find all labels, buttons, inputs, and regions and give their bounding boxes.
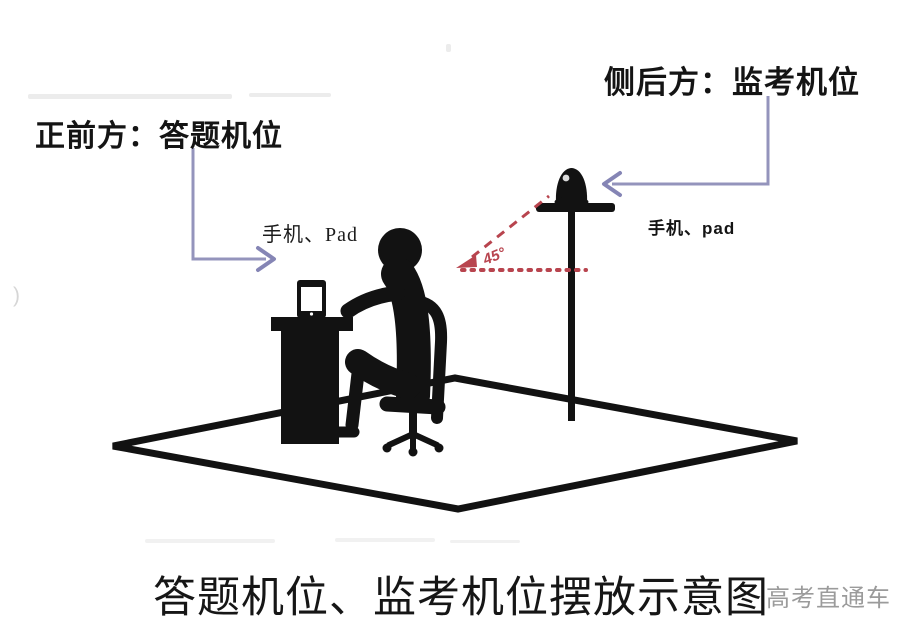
rear-callout-line [612,96,770,186]
ghost-mark: ) [13,284,20,307]
ghost-smudge [145,539,275,543]
ghost-smudge [249,93,331,97]
desk-shape [271,317,353,444]
front-callout-arrow [191,148,276,272]
angle-45-markers [456,194,588,272]
chair-backrest [410,295,448,424]
rear-arrowhead [602,171,622,197]
ghost-smudge [446,44,451,52]
desk-top [271,317,353,331]
ghost-smudge [450,540,520,543]
front-device-label: 手机、Pad [262,224,358,246]
ghost-smudge [28,94,232,99]
rear-device-label: 手机、pad [648,219,736,238]
person-silhouette [325,228,431,438]
stand-pole [568,208,575,421]
rear-position-label: 侧后方：监考机位 [604,65,860,100]
chair-seat [379,396,446,415]
stand-crossbar [536,203,615,212]
camera-lens-highlight [562,174,570,182]
angle-hypotenuse-dashed-line [471,194,550,259]
person-arm [340,285,406,319]
ghost-smudge [335,538,435,542]
chair-shape [379,295,448,457]
phone-on-desk-icon [297,280,326,318]
diagram-caption: 答题机位、监考机位摆放示意图 [153,573,769,623]
floor-outline [112,374,798,513]
camera-icon [554,168,589,208]
chair-legs [386,431,440,453]
rear-callout-arrow [602,96,770,197]
front-arrowhead [256,246,276,272]
person-shin [345,358,366,432]
camera-stand [536,203,615,421]
front-position-label: 正前方：答题机位 [35,120,283,153]
front-callout-line [191,148,266,261]
watermark-text: 高考直通车 [766,585,891,612]
angle-vertex-arrowhead [456,255,477,268]
desk-pedestal [281,331,339,444]
